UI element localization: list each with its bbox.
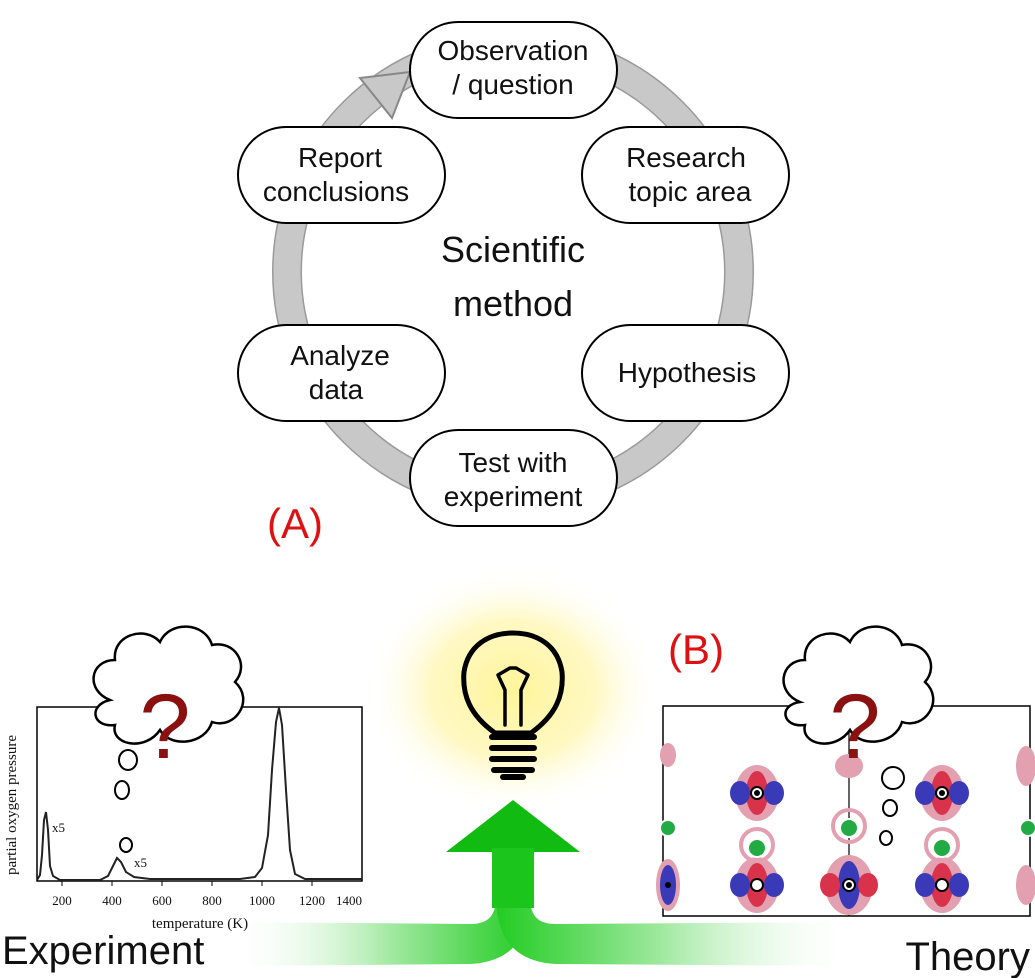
plot-curve [36,707,362,881]
bottom-illustration: 200 400 600 800 1000 1200 1400 temperatu… [2,565,1035,978]
node-test: Test with experiment [409,429,618,527]
thought-bubble-left-icon: ? [92,625,245,853]
node-analyze-line1: Analyze [290,340,390,371]
thought-bubble-right-icon: ? [782,625,935,846]
node-test-line2: experiment [444,481,583,512]
panel-label-a: (A) [267,500,323,547]
question-mark-left: ? [139,676,190,778]
green-arrow-head-icon [446,800,580,852]
panel-label-b: (B) [668,626,724,673]
node-test-line1: Test with [459,447,568,478]
xtick-1000: 1000 [249,893,275,908]
question-mark-right: ? [829,676,880,778]
cycle-arrowhead-icon [358,70,412,120]
xtick-400: 400 [102,893,122,908]
xtick-1400: 1400 [336,893,362,908]
xtick-800: 800 [202,893,222,908]
plot-ylabel: partial oxygen pressure [4,735,20,875]
node-hypothesis: Hypothesis [581,324,790,422]
node-report-line2: conclusions [263,176,409,207]
xtick-600: 600 [152,893,172,908]
green-arrow-left-arm [228,850,530,966]
green-merge-arrow [228,800,860,966]
green-arrow-stem [492,848,534,908]
node-observation: Observation / question [409,21,618,119]
plot-annotation-1: x5 [52,820,65,835]
theory-simulation-panel [656,705,1035,917]
label-experiment: Experiment [2,929,204,973]
node-report: Report conclusions [237,126,446,224]
node-observation-line2: / question [452,69,573,100]
plot-xlabel: temperature (K) [152,916,248,932]
green-arrow-right-arm [496,850,860,966]
orbital-pattern [656,743,1035,915]
node-research-line2: topic area [629,176,752,207]
xtick-1200: 1200 [299,893,325,908]
node-observation-line1: Observation [438,35,589,66]
node-hypothesis-line1: Hypothesis [618,357,757,388]
node-research: Research topic area [581,126,790,224]
lightbulb-icon [461,630,565,780]
node-analyze-line2: data [309,374,364,405]
cycle-center-line2: method [453,283,573,324]
node-report-line1: Report [298,142,382,173]
node-analyze: Analyze data [237,324,446,422]
lightbulb-glow [363,565,663,815]
label-theory: Theory [906,935,1031,978]
plot-annotation-2: x5 [134,855,147,870]
plot-xticks: 200 400 600 800 1000 1200 1400 [52,893,362,908]
cycle-diagram: Scientific method Observation / question… [237,21,790,547]
cycle-center-line1: Scientific [441,229,585,270]
xtick-200: 200 [52,893,72,908]
node-research-line1: Research [626,142,746,173]
